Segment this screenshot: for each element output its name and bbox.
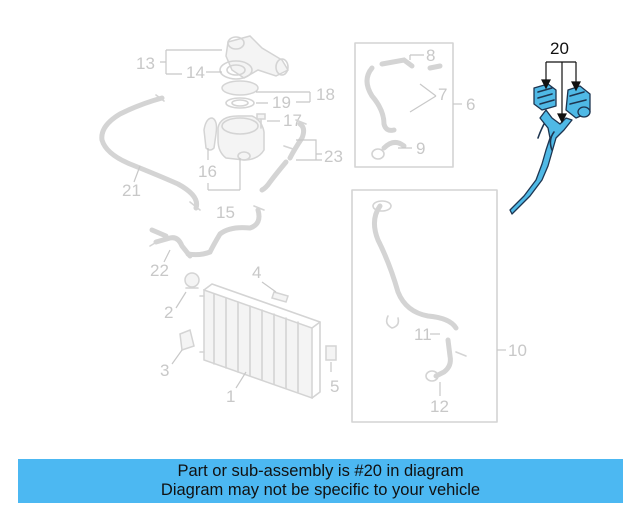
callout-2: 2: [164, 303, 173, 322]
banner-line-2: Diagram may not be specific to your vehi…: [160, 481, 481, 499]
callout-14: 14: [186, 63, 205, 82]
callout-20-arrows: [541, 61, 581, 124]
part-4-temperature-sensor[interactable]: [271, 291, 289, 303]
callout-5: 5: [330, 377, 339, 396]
callout-6: 6: [466, 95, 475, 114]
part-16-expansion-tank[interactable]: [203, 115, 265, 161]
box-assembly-6: [354, 42, 454, 168]
part-10-hose[interactable]: [372, 200, 459, 331]
part-9-hose-clamp[interactable]: [371, 140, 407, 160]
callout-8: 8: [426, 46, 435, 65]
info-banner: Part or sub-assembly is #20 in diagram D…: [18, 459, 623, 503]
part-22-coolant-pipe[interactable]: [149, 227, 193, 259]
callout-3: 3: [160, 361, 169, 380]
part-2-sensor[interactable]: [184, 272, 200, 289]
part-13-thermostat-housing[interactable]: [219, 35, 290, 80]
part-11-clamp[interactable]: [385, 315, 400, 329]
part-15-pipe[interactable]: [185, 205, 265, 258]
part-19-gasket[interactable]: [225, 97, 255, 109]
part-7-hose[interactable]: [364, 57, 443, 133]
callout-4: 4: [252, 263, 261, 282]
callout-10: 10: [508, 341, 527, 360]
callout-9: 9: [416, 139, 425, 158]
callout-1: 1: [226, 387, 235, 406]
callout-20: 20: [550, 39, 569, 58]
part-17-bolt[interactable]: [256, 113, 266, 129]
callout-22: 22: [150, 261, 169, 280]
callout-12: 12: [430, 397, 449, 416]
callout-17: 17: [283, 111, 302, 130]
part-23-hoses[interactable]: [259, 119, 307, 193]
part-3-bracket[interactable]: [179, 328, 195, 352]
parts-diagram: 13 14 19 18 16 17 21 23 15: [99, 35, 591, 423]
callout-7: 7: [438, 85, 447, 104]
callout-23: 23: [324, 147, 343, 166]
callout-15: 15: [216, 203, 235, 222]
callout-16: 16: [198, 162, 217, 181]
part-18-thermostat[interactable]: [221, 80, 259, 96]
callout-18: 18: [316, 85, 335, 104]
box-assembly-10: [351, 189, 498, 423]
part-5-drain-plug[interactable]: [325, 345, 337, 361]
callout-21: 21: [122, 181, 141, 200]
part-12-connector[interactable]: [425, 337, 467, 382]
banner-line-1: Part or sub-assembly is #20 in diagram: [177, 462, 464, 480]
callout-13: 13: [136, 54, 155, 73]
callout-11: 11: [414, 325, 432, 344]
callout-19: 19: [272, 93, 291, 112]
part-1-radiator[interactable]: [199, 283, 321, 400]
part-21-hose[interactable]: [99, 94, 201, 211]
part-20-highlighted[interactable]: [509, 83, 591, 215]
